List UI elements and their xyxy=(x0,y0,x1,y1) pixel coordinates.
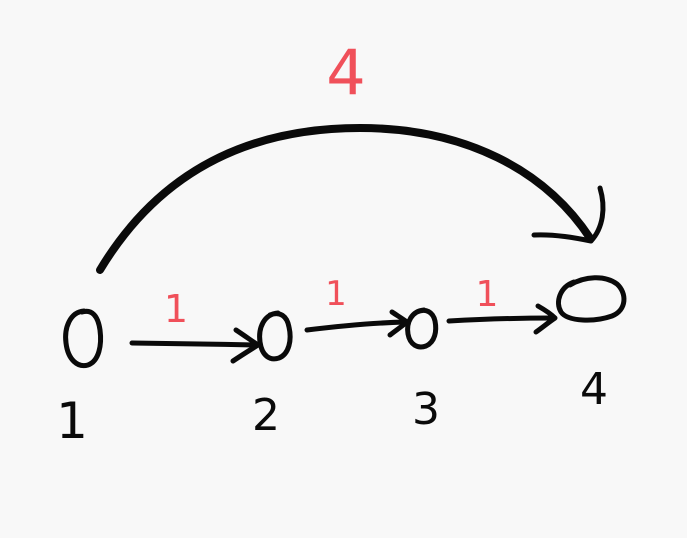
node-4-label: 4 xyxy=(580,364,608,415)
edge-3-4-arrowhead xyxy=(533,303,558,335)
edge-1-4 xyxy=(96,124,606,274)
edge-1-2-weight: 1 xyxy=(164,287,188,331)
edge-1-2-arrowhead xyxy=(230,327,261,364)
edge-1-2 xyxy=(129,327,261,364)
edge-3-4 xyxy=(446,303,558,335)
node-1 xyxy=(63,308,104,369)
edge-1-2-line xyxy=(129,340,259,348)
node-2 xyxy=(257,310,293,362)
edge-1-4-weight: 4 xyxy=(326,36,365,109)
edge-1-4-arrowhead xyxy=(531,185,606,244)
edge-2-3-arrowhead xyxy=(387,309,410,338)
node-4 xyxy=(556,275,627,323)
node-1-label: 1 xyxy=(56,392,88,450)
edge-1-4-arc xyxy=(96,124,594,274)
edge-3-4-weight: 1 xyxy=(476,274,499,315)
edge-3-4-line xyxy=(446,315,555,324)
edge-2-3-line xyxy=(304,319,407,333)
edge-2-3 xyxy=(304,309,410,338)
node-3-label: 3 xyxy=(412,384,440,435)
edge-2-3-weight: 1 xyxy=(325,274,347,314)
node-2-label: 2 xyxy=(252,390,280,441)
